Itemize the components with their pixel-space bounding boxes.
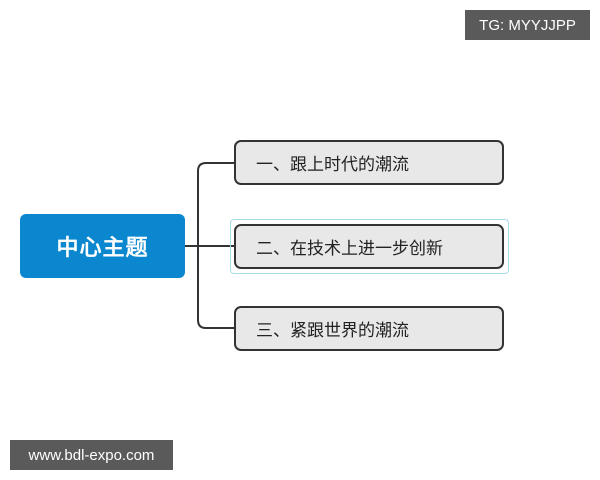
branch-label: 一、跟上时代的潮流 — [256, 155, 409, 175]
branch-label: 二、在技术上进一步创新 — [256, 239, 443, 259]
central-topic-node[interactable]: 中心主题 — [20, 214, 185, 278]
branch-node-1[interactable]: 一、跟上时代的潮流 — [234, 140, 504, 185]
watermark-text: www.bdl-expo.com — [28, 446, 155, 464]
branch-label: 三、紧跟世界的潮流 — [256, 321, 409, 341]
central-topic-label: 中心主题 — [56, 236, 149, 261]
branch-node-2[interactable]: 二、在技术上进一步创新 — [234, 224, 504, 269]
selection-outline — [230, 219, 509, 274]
watermark-bottom-left: www.bdl-expo.com — [10, 440, 173, 470]
watermark-text: TG: MYYJJPP — [479, 16, 576, 34]
watermark-top-right: TG: MYYJJPP — [465, 10, 590, 40]
branch-node-3[interactable]: 三、紧跟世界的潮流 — [234, 306, 504, 351]
